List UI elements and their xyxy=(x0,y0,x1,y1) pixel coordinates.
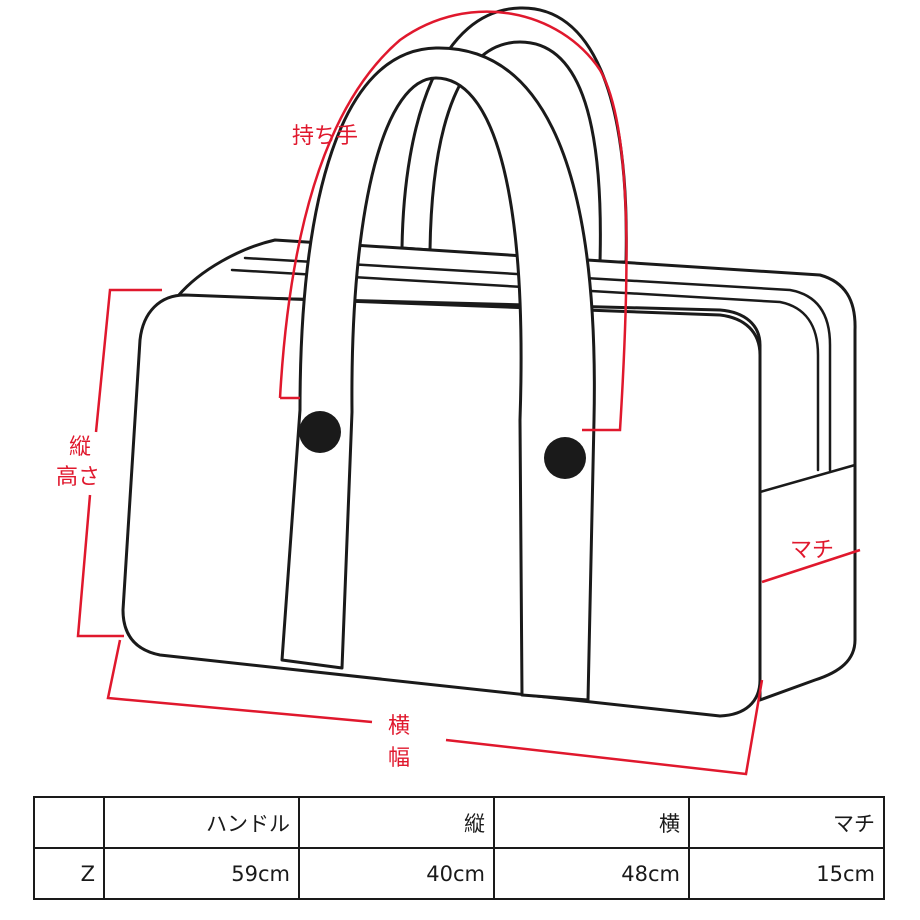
table-cell: 59cm xyxy=(103,847,300,900)
zipper-line-inner xyxy=(230,268,820,472)
handle-label: 持ち手 xyxy=(292,124,358,149)
gusset-dimension-line xyxy=(761,548,861,584)
width-dimension-line xyxy=(106,639,764,776)
bag-top-panel xyxy=(176,238,857,702)
table-cell: 40cm xyxy=(298,847,495,900)
table-row: Z 59cm 40cm 48cm 15cm xyxy=(33,847,885,900)
table-cell: 48cm xyxy=(493,847,690,900)
table-header-cell: 縦 xyxy=(298,796,495,849)
table-header-row: ハンドル 縦 横 マチ xyxy=(33,796,885,849)
height-dimension-line xyxy=(76,288,162,638)
table-header-cell: ハンドル xyxy=(103,796,300,849)
front-handle xyxy=(280,46,596,702)
width-label-bottom: 幅 xyxy=(388,746,410,771)
bag-front-panel xyxy=(121,293,762,718)
table-cell: 15cm xyxy=(688,847,885,900)
bag-diagram: 持ち手 縦 高さ 横 幅 マチ xyxy=(56,6,861,776)
size-table: ハンドル 縦 横 マチ Z 59cm 40cm 48cm 15cm xyxy=(33,796,885,900)
zipper-line xyxy=(243,256,832,472)
table-header-cell: 横 xyxy=(493,796,690,849)
handle-dimension-line xyxy=(278,10,628,432)
table-header-cell: マチ xyxy=(688,796,885,849)
gusset-label: マチ xyxy=(790,538,834,563)
table-header-cell xyxy=(33,796,105,849)
gusset-band xyxy=(758,463,857,494)
rivet-left xyxy=(299,411,341,453)
height-label-top: 縦 xyxy=(69,435,91,460)
rivet-right xyxy=(544,437,586,479)
height-label-bottom: 高さ xyxy=(56,465,100,490)
width-label-top: 横 xyxy=(388,714,410,739)
table-cell: Z xyxy=(33,847,105,900)
